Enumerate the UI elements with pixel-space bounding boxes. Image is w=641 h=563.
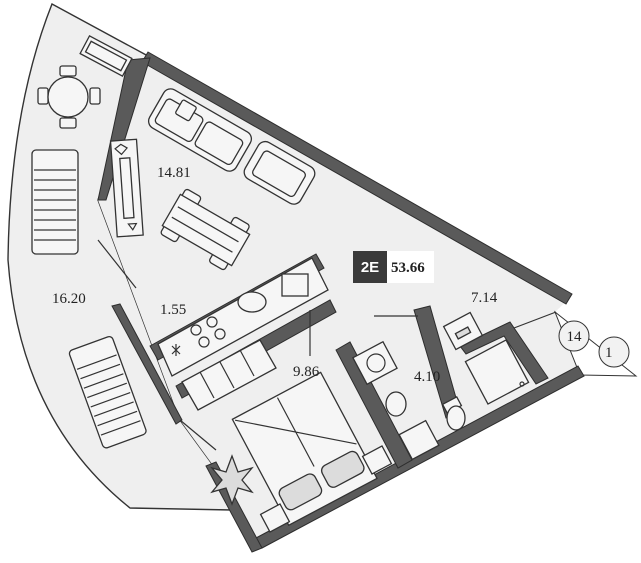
sun-lounger-bottom (68, 335, 147, 449)
hall-fixture (442, 311, 484, 351)
armchair (243, 140, 316, 205)
outer-wall-left (97, 57, 151, 201)
neighbor-number: 14 (567, 329, 583, 345)
dining-table (160, 188, 251, 271)
stove-burner (190, 324, 202, 336)
fridge (281, 273, 309, 297)
unit-code: 2E (361, 259, 379, 276)
sun-lounger-top (31, 149, 79, 255)
planter-box (109, 138, 144, 238)
terrace-area: 16.20 (52, 291, 86, 307)
bedroom-area: 9.86 (293, 364, 320, 380)
neighbor-number-badge-partial (598, 336, 630, 368)
neighbor-number-partial: 1 (605, 345, 613, 361)
stove-burner (214, 328, 226, 340)
snowflake-icon (171, 344, 181, 356)
washing-machine (352, 340, 398, 386)
terrace-floor (7, 3, 234, 511)
nightstand (259, 445, 393, 533)
stove-burner (206, 316, 218, 328)
double-bed (231, 371, 378, 527)
shower-tray (464, 339, 530, 405)
washbasin (385, 391, 407, 417)
hall-area: 7.14 (471, 290, 498, 306)
shower-wall (459, 321, 549, 385)
partition-line (179, 419, 217, 451)
kitchen-counter (157, 257, 329, 377)
partition-line (513, 311, 557, 329)
kitchen-sink (237, 291, 267, 313)
kitchen-cabinets (181, 339, 277, 411)
kitchen-area: 1.55 (160, 302, 186, 318)
utility-cabinet (398, 419, 440, 461)
wall-terrace-lower (111, 303, 183, 425)
toilet (446, 405, 466, 431)
unit-total-area: 53.66 (391, 260, 425, 276)
neighbor-number-badge (558, 320, 590, 352)
bathroom-fixtures (352, 339, 530, 461)
terrace-bench (79, 35, 133, 77)
floor-plant (210, 454, 254, 506)
round-table-with-chairs (37, 65, 101, 129)
bathroom-area: 4.10 (414, 369, 440, 385)
partition-line (97, 239, 137, 289)
stove-burner (198, 336, 210, 348)
sofa (147, 88, 253, 172)
unit-area-badge (387, 251, 434, 283)
unit-code-badge (353, 251, 387, 283)
living-room-area: 14.81 (157, 165, 191, 181)
